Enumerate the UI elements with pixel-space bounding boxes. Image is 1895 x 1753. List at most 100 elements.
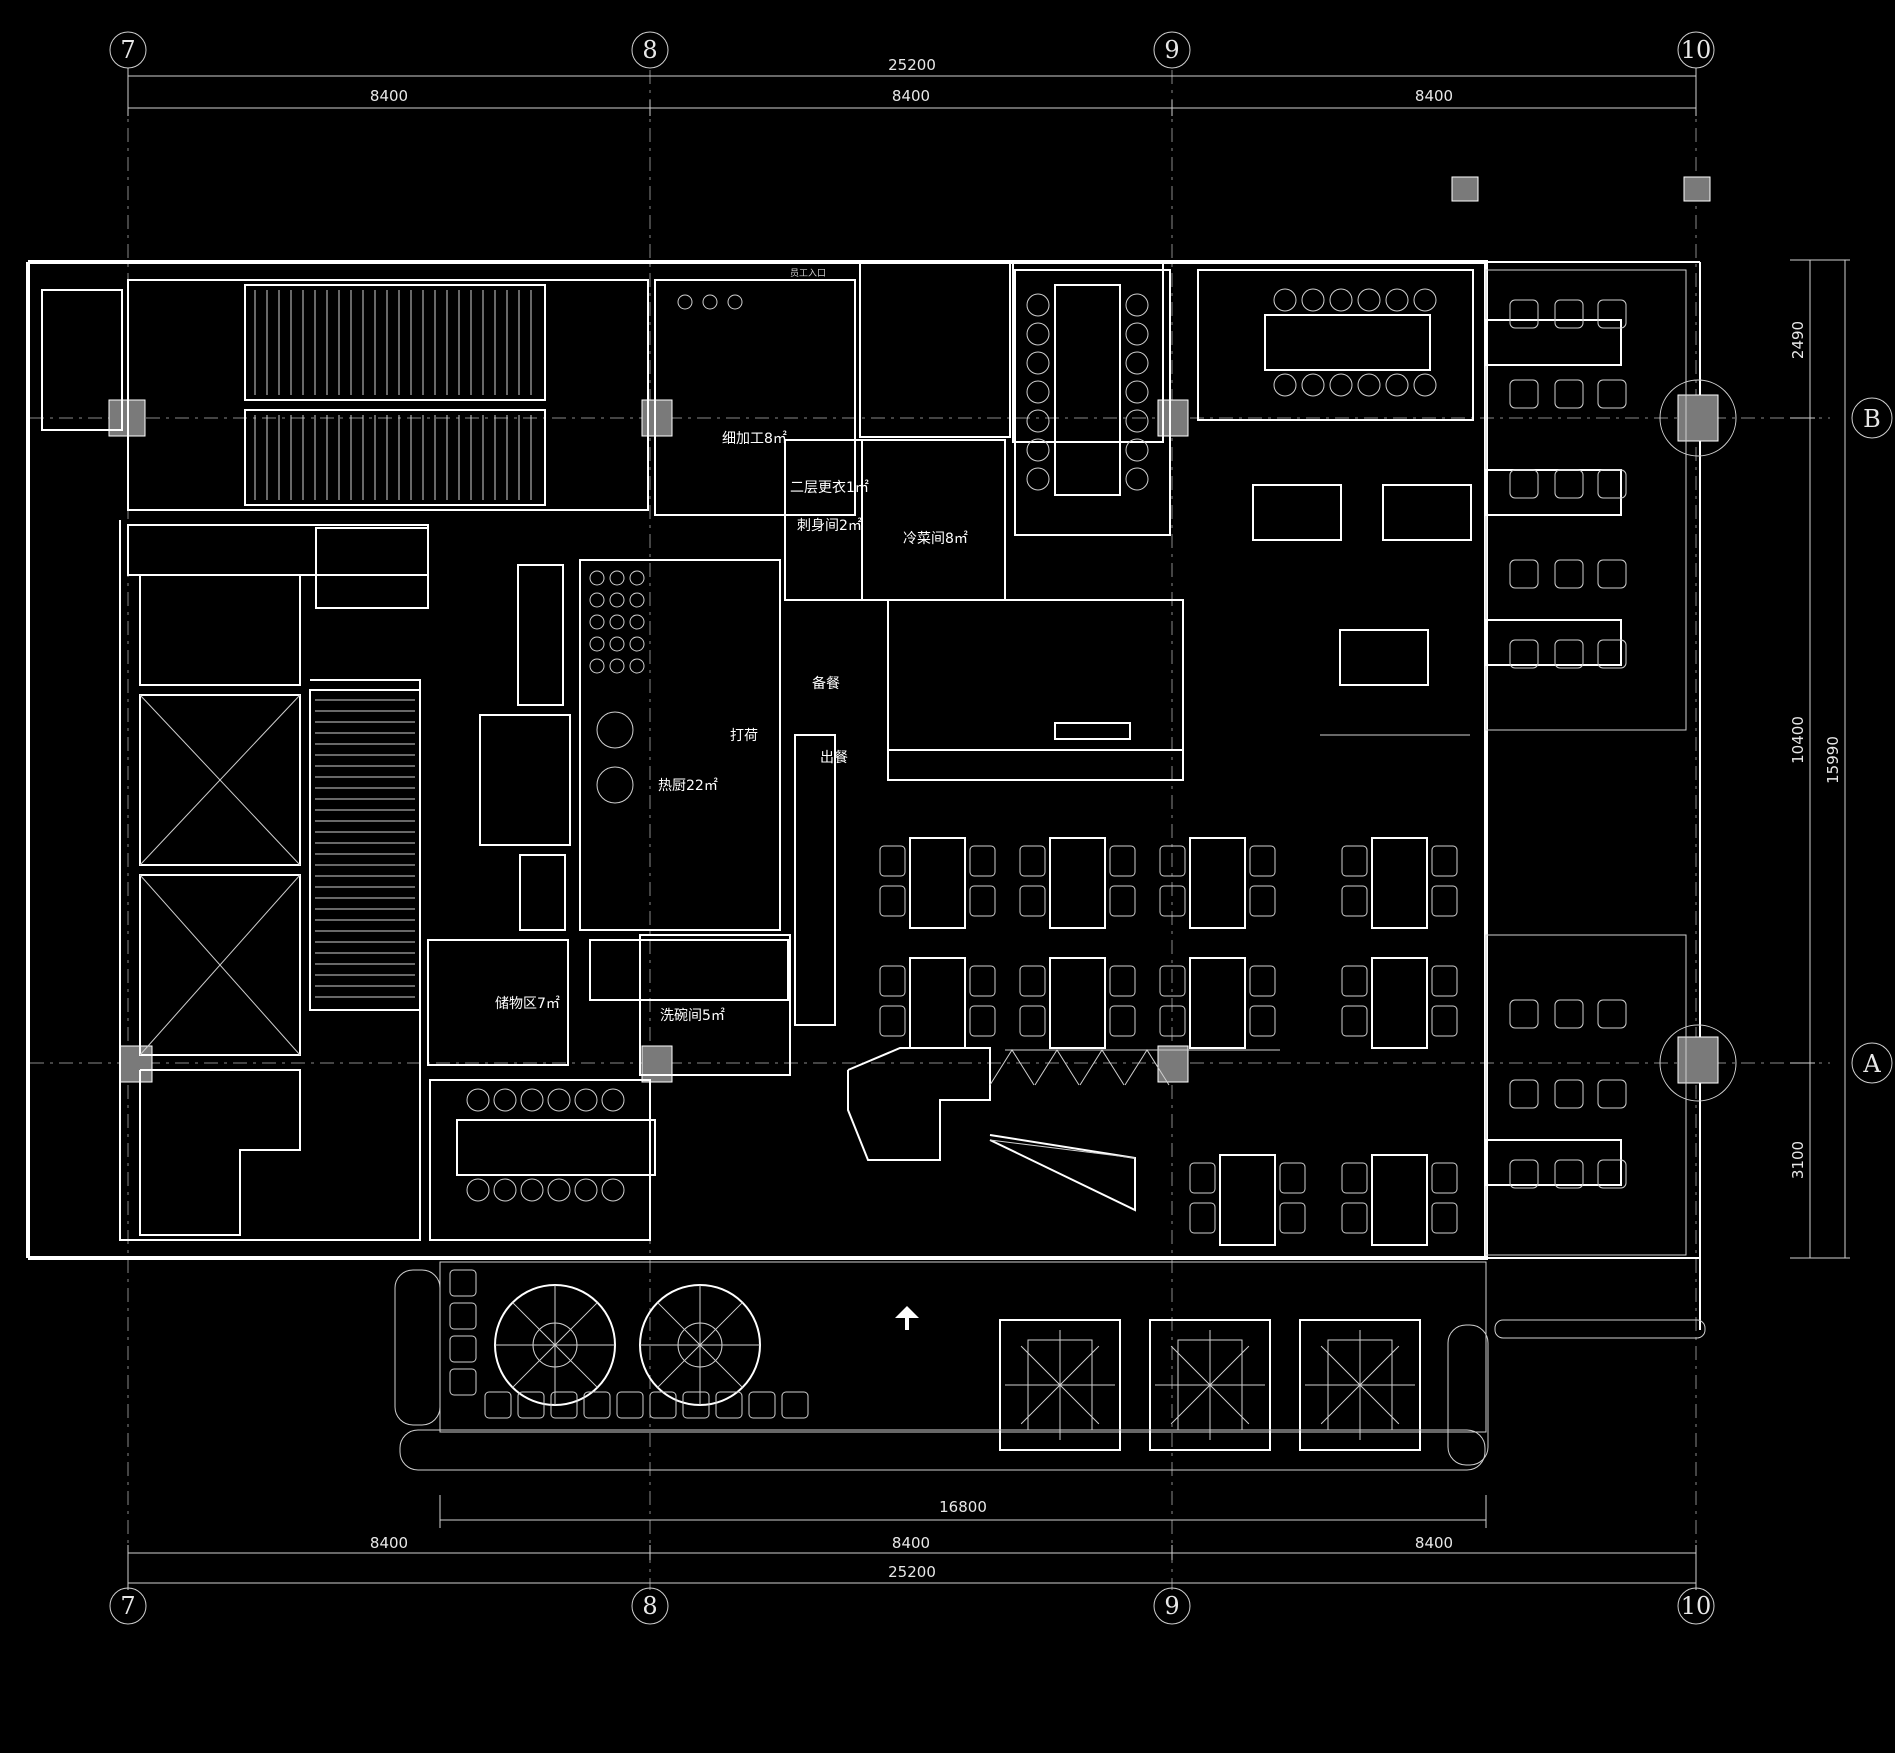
chair — [1509, 1079, 1539, 1109]
chair — [1125, 380, 1149, 404]
svg-text:9: 9 — [1164, 1592, 1179, 1620]
chair — [1125, 351, 1149, 375]
room-label-packing: 打荷 — [730, 727, 758, 744]
room-label-prep: 备餐 — [812, 675, 840, 692]
chair — [1249, 845, 1276, 877]
chair — [1019, 965, 1046, 997]
dining-table — [1049, 957, 1106, 1049]
structural-columns — [108, 176, 1737, 1102]
dining-table — [909, 837, 966, 929]
chair — [574, 1178, 598, 1202]
chair — [1301, 373, 1325, 397]
dimension-top: 25200 8400 8400 8400 — [127, 56, 1697, 116]
umbrella — [1299, 1319, 1421, 1451]
chair — [1554, 1079, 1584, 1109]
room-label-changing: 二层更衣1㎡ — [790, 480, 869, 496]
dim-right-total: 15990 — [1824, 736, 1842, 784]
planter — [394, 1269, 441, 1426]
chair — [879, 1005, 906, 1037]
grid-bubble-A: A — [1851, 1042, 1893, 1084]
chair — [969, 885, 996, 917]
dining-table — [1371, 1154, 1428, 1246]
chair — [1026, 293, 1050, 317]
chair — [1109, 845, 1136, 877]
chair — [574, 1088, 598, 1112]
svg-text:7: 7 — [120, 36, 135, 64]
svg-text:A: A — [1862, 1050, 1881, 1078]
chair — [601, 1088, 625, 1112]
chair — [1125, 322, 1149, 346]
dim-top-bay-1: 8400 — [370, 87, 408, 105]
chair — [449, 1335, 477, 1363]
booth-seating — [1485, 269, 1687, 1256]
planter — [1494, 1319, 1706, 1339]
chair — [1249, 885, 1276, 917]
entrance-ramp — [847, 1047, 1280, 1330]
chair — [1431, 965, 1458, 997]
chair — [1554, 1159, 1584, 1189]
grid-lines — [30, 70, 1830, 1590]
svg-text:10: 10 — [1681, 1592, 1712, 1620]
svg-text:B: B — [1863, 405, 1881, 433]
dim-top-total: 25200 — [888, 56, 936, 74]
room-label-sashimi: 刺身间2㎡ — [797, 518, 862, 534]
chair — [1341, 1202, 1368, 1234]
chair — [1189, 1202, 1216, 1234]
dining-table — [1189, 957, 1246, 1049]
chair — [493, 1088, 517, 1112]
chair — [550, 1391, 578, 1419]
booth-table — [1485, 619, 1622, 666]
chair — [1597, 999, 1627, 1029]
chair — [879, 885, 906, 917]
umbrella — [999, 1319, 1121, 1451]
chair — [1329, 288, 1353, 312]
chair — [1554, 379, 1584, 409]
chair — [1019, 1005, 1046, 1037]
chair — [1273, 288, 1297, 312]
chair — [1026, 322, 1050, 346]
chair — [1597, 469, 1627, 499]
chair — [547, 1178, 571, 1202]
outdoor-terrace — [394, 1261, 1706, 1471]
chair — [1554, 639, 1584, 669]
chair — [1509, 639, 1539, 669]
chair — [879, 845, 906, 877]
chair — [1109, 965, 1136, 997]
chair — [1109, 1005, 1136, 1037]
booth-table — [1485, 469, 1622, 516]
chair — [466, 1178, 490, 1202]
chair — [1026, 380, 1050, 404]
entrance-arrow-icon — [895, 1306, 919, 1330]
chair — [466, 1088, 490, 1112]
chair — [1597, 379, 1627, 409]
kitchen-area — [427, 261, 1184, 1241]
dim-bottom-bay-1: 8400 — [370, 1534, 408, 1552]
room-label-serve-out: 出餐 — [820, 750, 848, 766]
room-label-hot-kitchen: 热厨22㎡ — [658, 778, 718, 794]
chair — [1431, 845, 1458, 877]
booth-table — [1485, 319, 1622, 366]
grid-bubble-8-bottom: 8 — [631, 1587, 669, 1625]
chair — [1509, 559, 1539, 589]
dimension-bottom: 16800 8400 8400 8400 25200 — [127, 1495, 1697, 1590]
chair — [1509, 999, 1539, 1029]
chair — [1509, 299, 1539, 329]
chair — [1554, 559, 1584, 589]
chair — [1125, 409, 1149, 433]
chair — [1597, 639, 1627, 669]
room-label-thick-process: 细加工8㎡ — [722, 431, 787, 447]
chair — [1341, 965, 1368, 997]
chair — [1019, 885, 1046, 917]
dining-area — [879, 484, 1472, 1246]
chair — [583, 1391, 611, 1419]
chair — [781, 1391, 809, 1419]
chair — [1301, 288, 1325, 312]
dining-table — [1252, 484, 1342, 541]
chair — [449, 1269, 477, 1297]
dining-table — [1189, 837, 1246, 929]
umbrella — [1149, 1319, 1271, 1451]
grid-bubble-B: B — [1851, 397, 1893, 439]
svg-text:10: 10 — [1681, 36, 1712, 64]
chair — [1554, 469, 1584, 499]
svg-text:7: 7 — [120, 1592, 135, 1620]
